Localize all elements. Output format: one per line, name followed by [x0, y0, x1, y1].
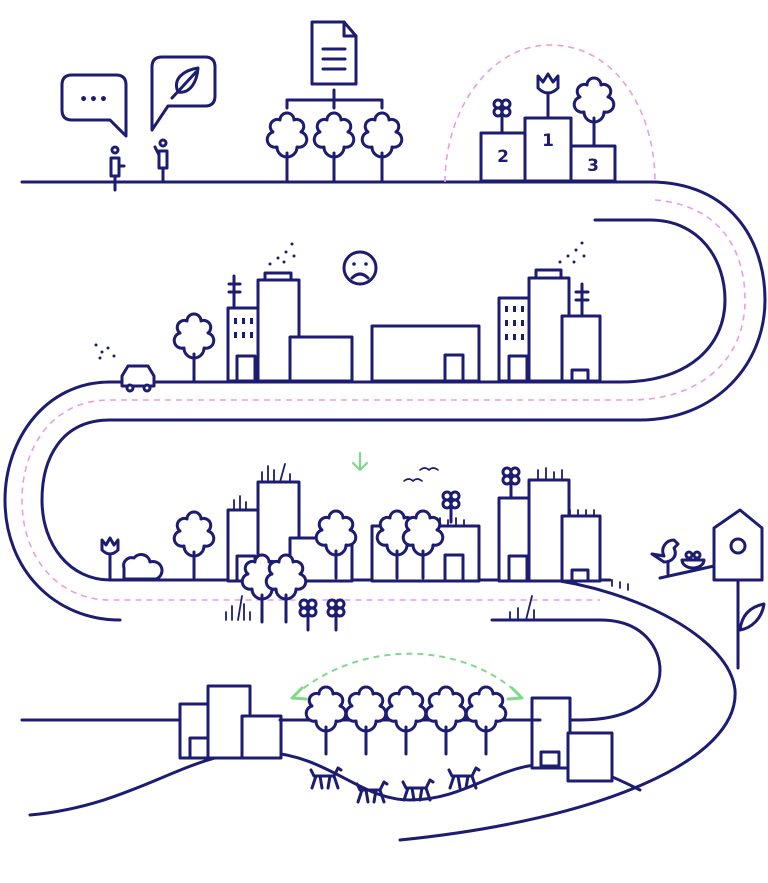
tree: [464, 685, 508, 756]
tree: [312, 111, 356, 182]
park-district: [178, 684, 614, 804]
tree: [360, 111, 404, 182]
speech-bubble-dots: •••: [60, 73, 128, 138]
car-icon: [120, 364, 156, 393]
bush-icon: [122, 553, 164, 581]
document-icon: [285, 20, 384, 110]
person-left: [109, 145, 126, 192]
tree: [384, 685, 428, 756]
tree: [572, 76, 616, 147]
antenna-icon: [227, 274, 242, 310]
grey-city: [94, 241, 602, 383]
arrow-left-icon: [290, 686, 308, 701]
sad-face-icon: [342, 250, 378, 286]
leaf-icon: [170, 66, 200, 100]
tulip-icon: [100, 536, 120, 556]
arrow-right-icon: [506, 686, 524, 701]
route-dashed-line: [21, 44, 746, 601]
smoke-dots-icon: [94, 241, 586, 360]
leaf-icon: [738, 602, 766, 632]
tree: [304, 685, 348, 756]
grass-icon: [225, 579, 629, 621]
speech-bubble-leaf: [150, 55, 217, 132]
podium-third-label: 3: [587, 156, 599, 176]
person-right: [153, 138, 169, 183]
tree: [172, 510, 216, 581]
dog-icon: [309, 766, 343, 790]
dog-icon: [401, 778, 435, 802]
green-connection-arc: [294, 652, 521, 696]
tree: [344, 685, 388, 756]
tree: [172, 312, 216, 383]
birds-icon: [403, 467, 439, 482]
tree: [424, 685, 468, 756]
podium: 2 1 3: [479, 72, 617, 183]
road: [3, 180, 767, 842]
dog-icon: [447, 766, 481, 790]
podium-first-label: 1: [542, 131, 554, 151]
green-city: [100, 463, 629, 632]
bird-icon: [650, 538, 680, 564]
tree: [265, 111, 309, 182]
nest-icon: [680, 558, 706, 570]
podium-second-label: 2: [497, 147, 509, 167]
antenna-icon: [574, 282, 590, 318]
tulip-icon: [536, 72, 560, 95]
arrow-down-icon: [351, 451, 369, 472]
birdhouse: [650, 508, 766, 670]
svg-text:•••: •••: [79, 92, 109, 108]
grass-icon: [233, 463, 595, 527]
